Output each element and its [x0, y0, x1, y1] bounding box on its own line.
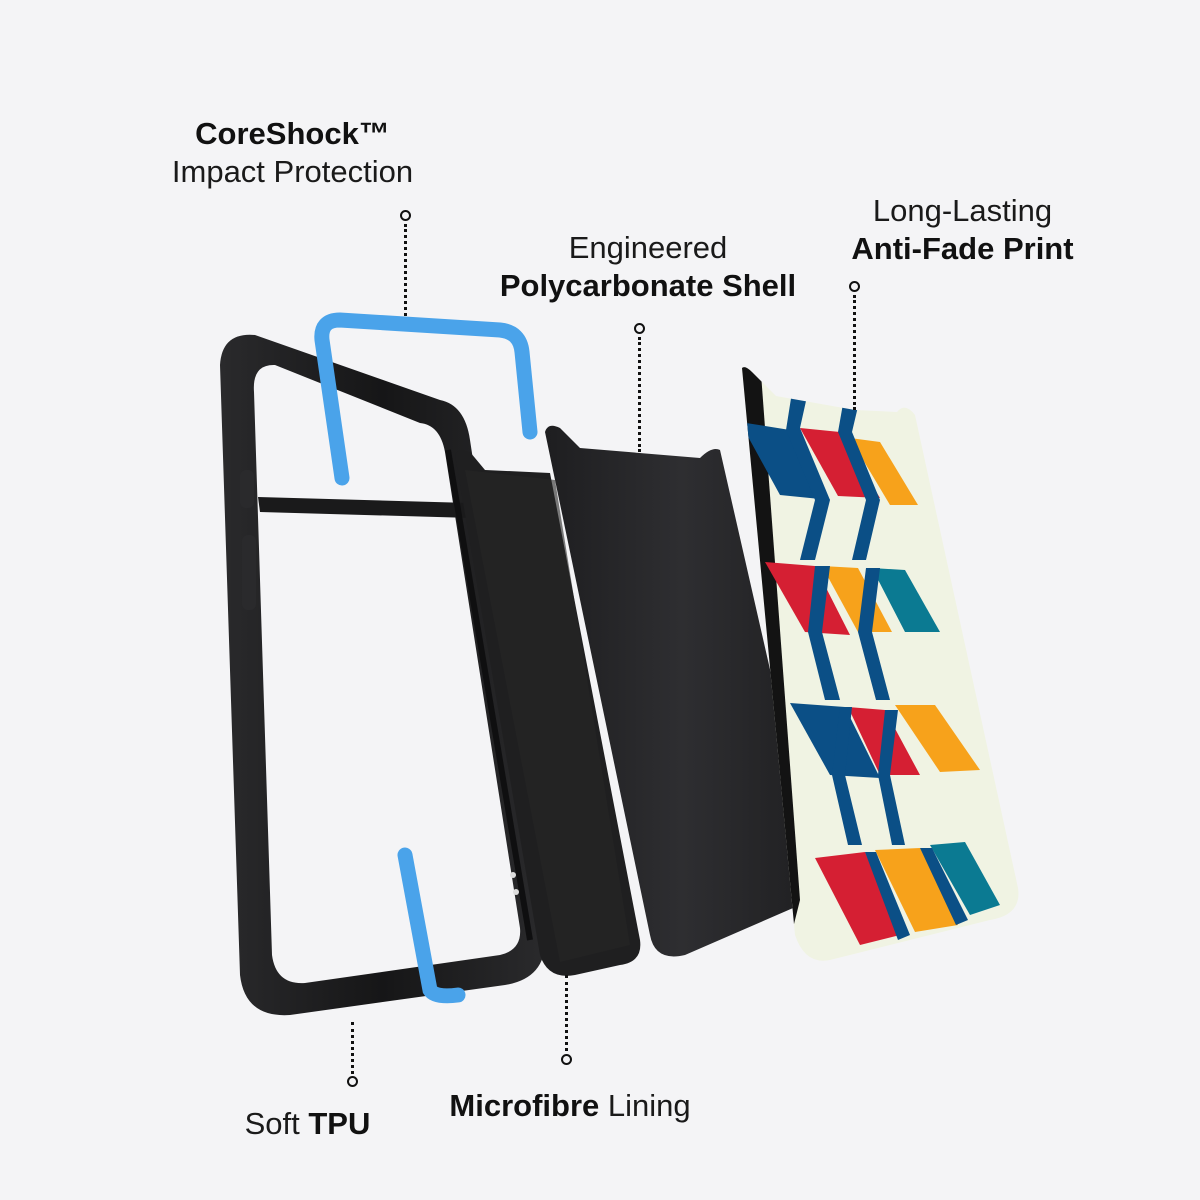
- antifade-callout: Long-Lasting Anti-Fade Print: [830, 192, 1095, 268]
- microfibre-pin: [561, 1054, 572, 1065]
- antifade-pin: [849, 281, 860, 292]
- polycarbonate-callout: Engineered Polycarbonate Shell: [478, 229, 818, 305]
- microfibre-lining: [455, 450, 641, 976]
- antifade-leader: [853, 295, 856, 410]
- antifade-title: Anti-Fade Print: [851, 231, 1074, 266]
- microfibre-callout: Microfibre Lining: [425, 1087, 715, 1125]
- coreshock-callout: CoreShock™ Impact Protection: [140, 115, 445, 191]
- tpu-pin: [347, 1076, 358, 1087]
- microfibre-title: Microfibre: [449, 1088, 600, 1123]
- microfibre-leader: [565, 975, 568, 1051]
- tpu-callout: Soft TPU: [225, 1105, 390, 1143]
- tpu-leader: [351, 1022, 354, 1074]
- antifade-subtitle: Long-Lasting: [872, 193, 1053, 228]
- polycarbonate-pin: [634, 323, 645, 334]
- tpu-prefix: Soft: [244, 1106, 309, 1141]
- coreshock-pin: [400, 210, 411, 221]
- polycarbonate-subtitle: Engineered: [568, 230, 728, 265]
- coreshock-leader: [404, 224, 407, 316]
- tpu-title: TPU: [308, 1106, 371, 1141]
- microfibre-suffix: Lining: [599, 1088, 691, 1123]
- polycarbonate-leader: [638, 337, 641, 452]
- polycarbonate-shell: [545, 425, 819, 957]
- coreshock-subtitle: Impact Protection: [171, 154, 414, 189]
- coreshock-title: CoreShock™: [195, 116, 390, 151]
- polycarbonate-title: Polycarbonate Shell: [499, 268, 797, 303]
- coreshock-inserts: [314, 312, 538, 1004]
